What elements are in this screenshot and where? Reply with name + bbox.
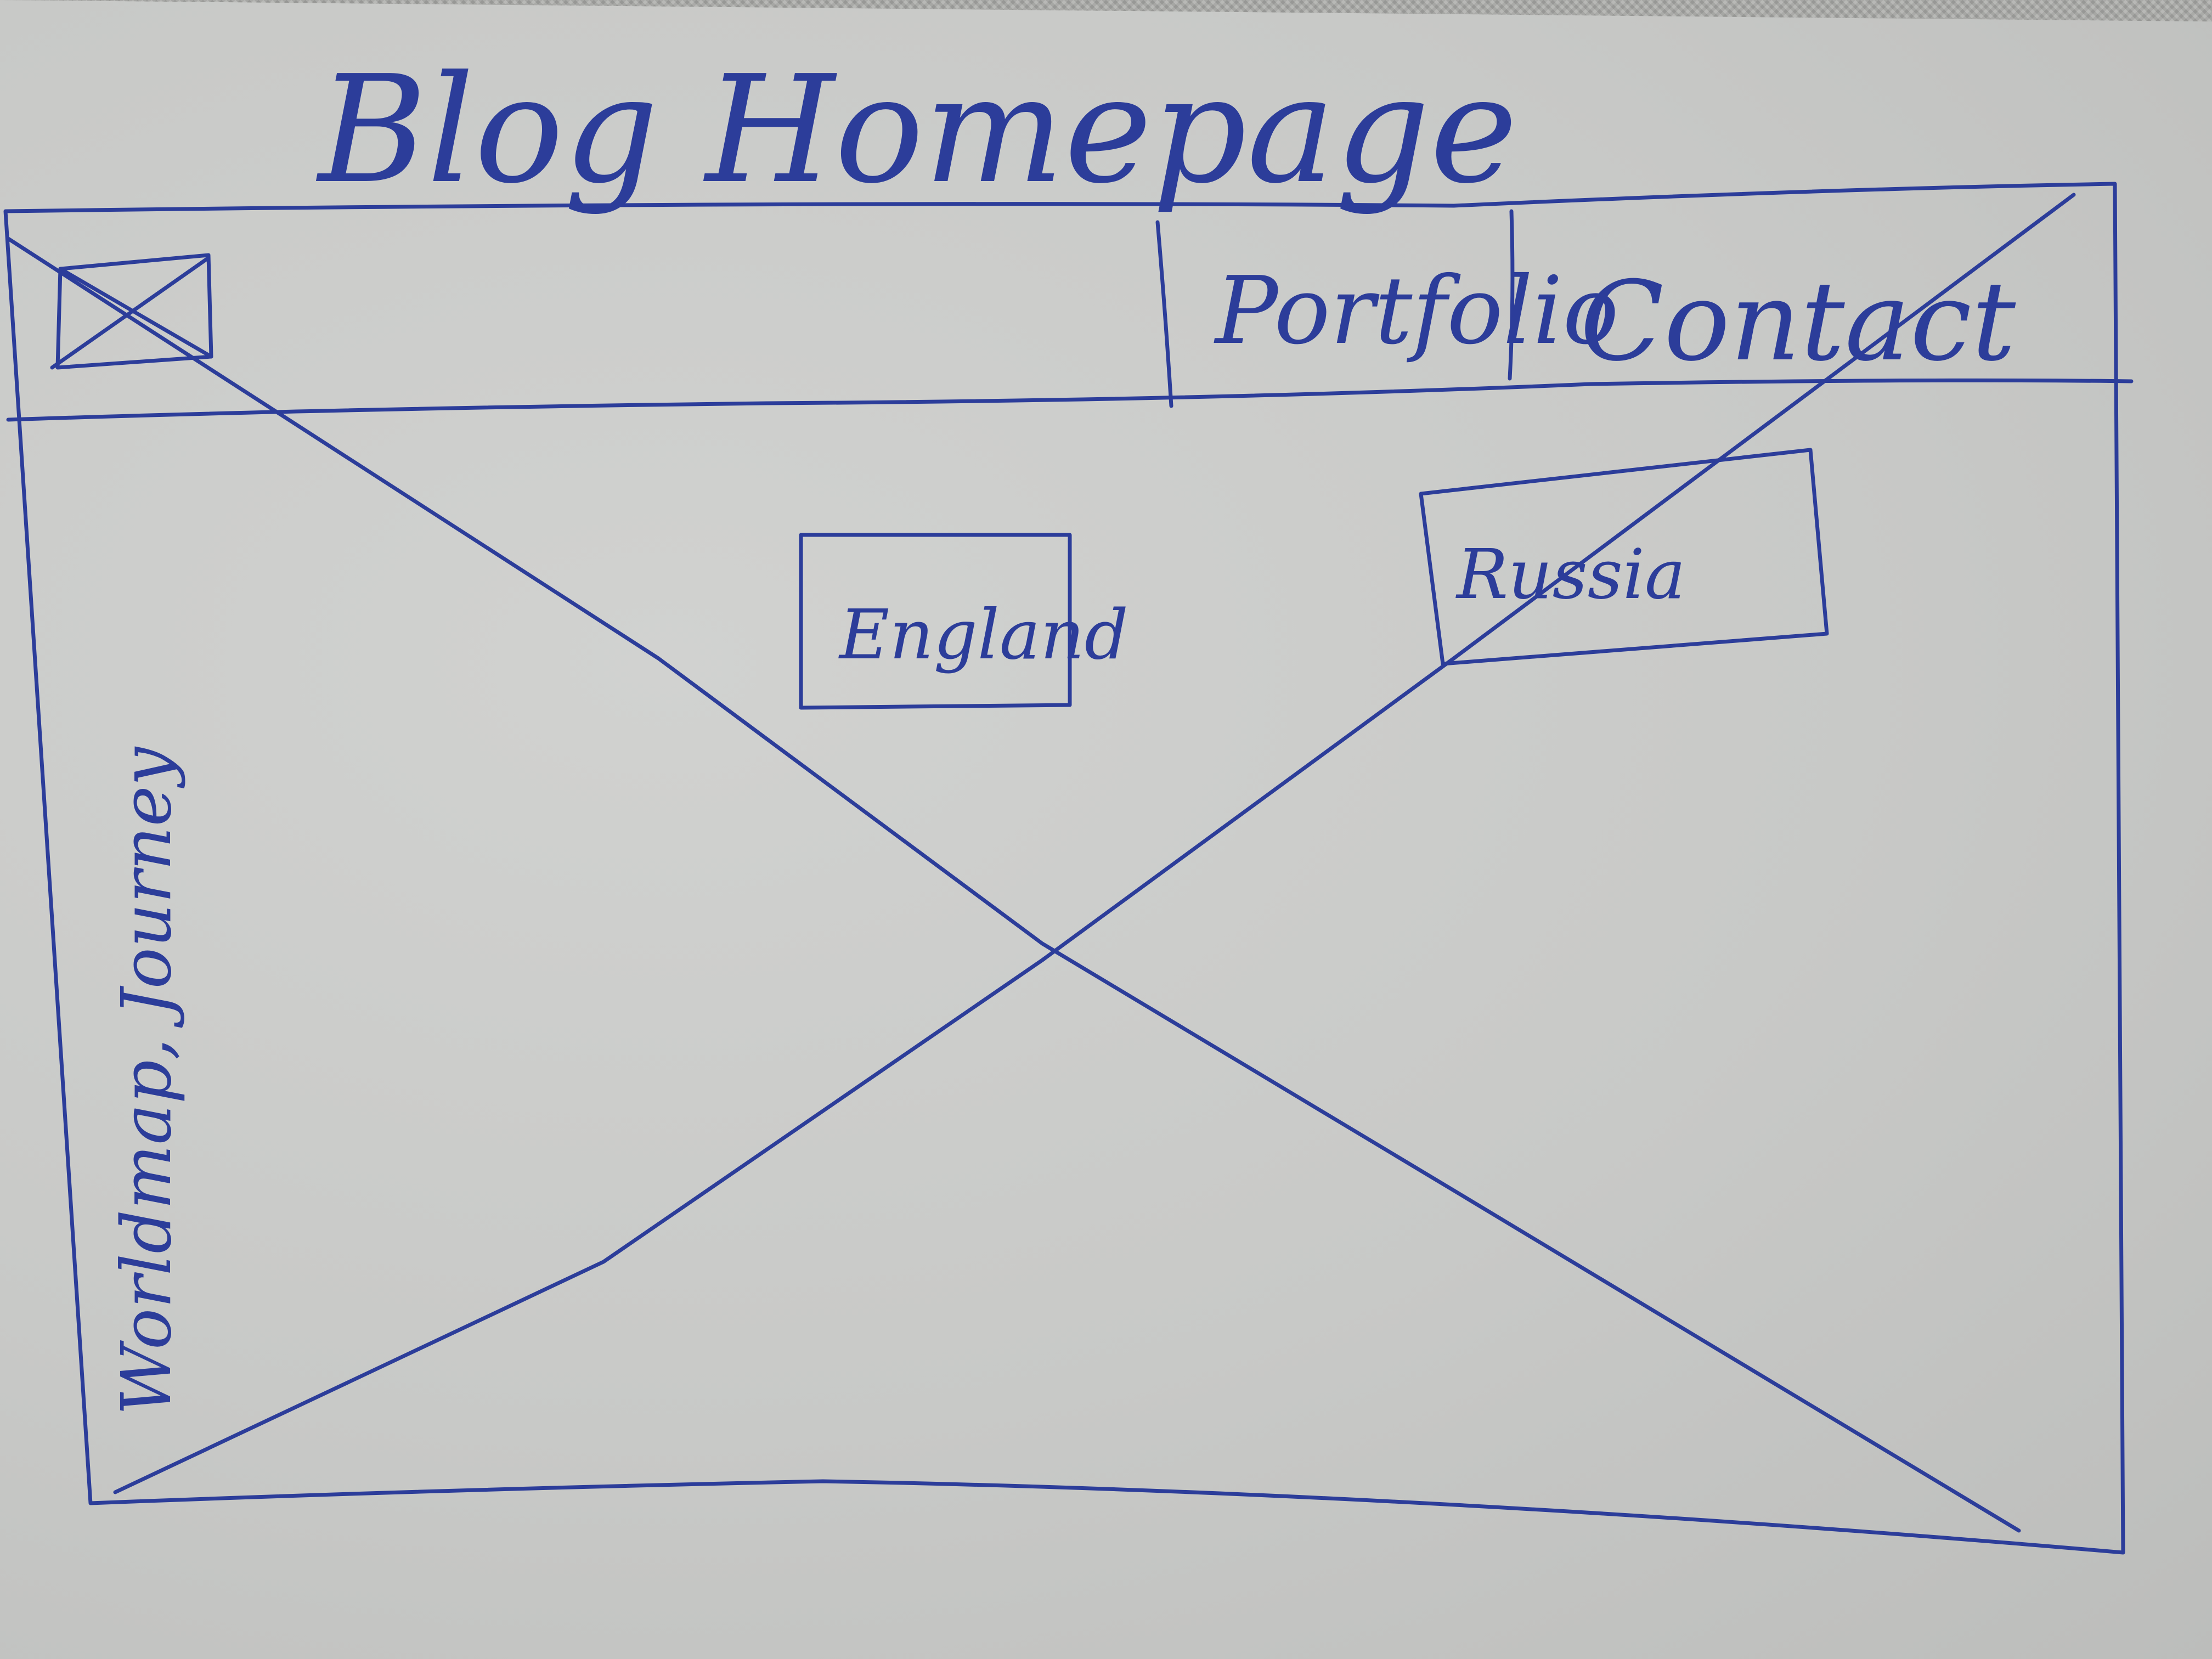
region-russia[interactable]: Russia — [1419, 448, 1829, 666]
page-frame — [3, 182, 2125, 1555]
logo-placeholder[interactable] — [50, 253, 213, 370]
region-russia-label: Russia — [1455, 535, 1685, 614]
region-england-label: England — [838, 595, 1128, 675]
nav-divider-right — [1508, 209, 1515, 381]
map-side-label: Worldmap, Journey — [107, 746, 187, 1415]
header-divider — [6, 378, 2134, 422]
region-england[interactable]: England — [799, 533, 1128, 710]
sketch-title: Blog Homepage — [316, 43, 1517, 216]
nav-divider-left — [1155, 220, 1173, 408]
map-placeholder[interactable] — [6, 193, 2076, 1533]
nav-portfolio[interactable]: Portfolio — [1214, 257, 1619, 365]
nav-contact[interactable]: Contact — [1580, 258, 2016, 386]
